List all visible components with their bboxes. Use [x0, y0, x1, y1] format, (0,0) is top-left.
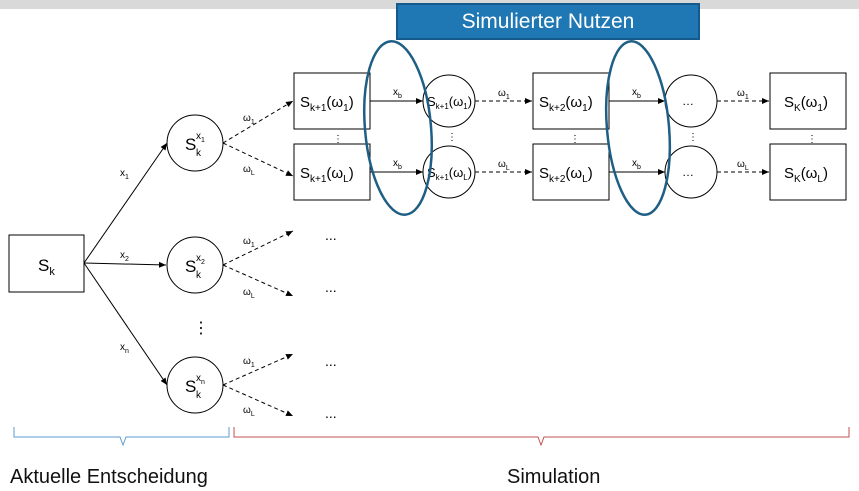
brace-simulation: [233, 427, 850, 447]
edge-x2-label: x2: [120, 250, 129, 263]
edge-xb-k2-L-label: xb: [632, 158, 641, 171]
edge-xn-label: xn: [120, 342, 129, 355]
svg-text:ω1: ω1: [243, 236, 255, 249]
edge-k2-K-omega1-label: ω1: [737, 88, 749, 101]
child-state-2-sup: x2: [196, 253, 205, 266]
edge-x1-label: x1: [120, 168, 129, 181]
edge-x1: [83, 142, 168, 264]
K-vdots: ⋮: [807, 134, 817, 145]
svg-text:ωL: ωL: [243, 287, 255, 300]
child-state-n-sub: k: [196, 390, 202, 401]
child-state-2-label: S: [185, 257, 196, 276]
k1-vdots: ⋮: [333, 134, 343, 145]
children-vdots: ⋮: [193, 320, 209, 337]
svg-text:...: ...: [325, 353, 337, 369]
svg-text:ωL: ωL: [243, 164, 255, 177]
svg-text:ωL: ωL: [243, 405, 255, 418]
brace-current-decision: [13, 427, 230, 447]
child-state-1-sub: k: [196, 148, 202, 159]
edge-xn: [83, 262, 168, 386]
child-state-2-sub: k: [196, 270, 202, 281]
edge-k1-k2-omega1-label: ω1: [498, 88, 510, 101]
post-decision-k1-omegaL-label: Sk+1(ωL): [427, 165, 472, 182]
edge-xb-1-label: xb: [393, 87, 402, 100]
edge-xb-k2-1-label: xb: [632, 87, 641, 100]
state-K-omega1-box: [769, 72, 847, 130]
root-state-label: Sk: [38, 256, 55, 278]
child-state-n-sup: xn: [196, 373, 205, 386]
highlight-ellipse-2: [604, 40, 672, 216]
post-decision-k2-omegaL-label: …: [682, 165, 694, 179]
post-k1-vdots: ⋮: [447, 132, 457, 143]
omega-edges: [222, 100, 294, 417]
state-k1-omegaL-label: Sk+1(ωL): [300, 165, 354, 185]
omega-edge-labels: ω1 ωL ω1 ωL ω1 ωL: [243, 113, 255, 418]
svg-text:...: ...: [325, 279, 337, 295]
state-k2-omega1-label: Sk+2(ω1): [539, 94, 593, 114]
svg-text:...: ...: [325, 227, 337, 243]
svg-text:...: ...: [325, 405, 337, 421]
state-k1-omega1-label: Sk+1(ω1): [300, 94, 354, 114]
label-simulation: Simulation: [507, 466, 601, 488]
svg-text:ω1: ω1: [243, 113, 255, 126]
highlight-ellipse-1: [363, 40, 433, 216]
banner-title: Simulierter Nutzen: [396, 3, 700, 40]
edge-k2-K-omegaL-label: ωL: [737, 159, 749, 172]
post-k2-vdots: ⋮: [688, 132, 698, 143]
state-K-omegaL-box: [769, 143, 847, 201]
edge-xb-L-label: xb: [393, 158, 402, 171]
edge-k1-k2-omegaL-label: ωL: [498, 159, 510, 172]
svg-text:ω1: ω1: [243, 356, 255, 369]
state-k2-omega1-box: [532, 72, 610, 130]
child-state-1-label: S: [185, 135, 196, 154]
k2-vdots: ⋮: [570, 134, 580, 145]
unexpanded-ellipses: ... ... ... ...: [325, 227, 337, 421]
post-decision-k2-omega1-label: …: [682, 94, 694, 108]
state-k1-omega1-box: [293, 72, 371, 130]
root-state-box: [8, 234, 85, 293]
post-decision-k1-omega1-label: Sk+1(ω1): [427, 94, 472, 111]
state-k1-omegaL-box: [293, 143, 371, 201]
edge-x2: [83, 261, 167, 268]
state-k2-omegaL-label: Sk+2(ωL): [539, 165, 593, 185]
child-state-1-sup: x1: [196, 131, 205, 144]
child-state-n-label: S: [185, 377, 196, 396]
label-current-decision: Aktuelle Entscheidung: [10, 466, 208, 488]
state-K-omega1-label: SK(ω1): [784, 94, 828, 114]
state-K-omegaL-label: SK(ωL): [784, 165, 828, 185]
